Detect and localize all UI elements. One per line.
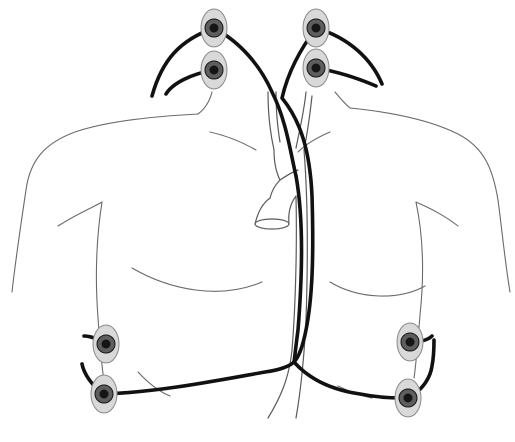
electrode-neck-upper-right [201,9,227,47]
left-neck-line [198,92,212,114]
electrode-snap-center [210,24,219,33]
right-armpit-curve [416,202,458,226]
left-carotid-outer [268,92,274,150]
left-shoulder-line [12,114,198,292]
electrode-flank-upper-left [397,323,423,361]
electrode-snap-center [406,338,415,347]
electrode-flank-upper-right [93,325,119,363]
aortic-root-ring [255,219,289,229]
electrode-flank-lower-right [91,375,117,413]
wire-trunk-main [294,176,302,362]
electrode-neck-lower-left [303,49,329,87]
left-collarbone-line [210,132,256,150]
electrode-snap-center [312,24,321,33]
wire-bottom-right-branch [294,362,408,398]
left-pectoral-line [132,268,262,291]
aortic-arch [270,150,280,198]
right-pectoral-line [330,282,425,296]
electrode-snap-center [404,394,413,403]
electrode-snap-center [100,390,109,399]
electrode-snap-center [210,66,219,75]
electrode-snap-center [312,64,321,73]
right-neck-line [335,92,350,108]
left-armpit-curve [58,202,102,226]
aortic-root-right [289,196,296,224]
electrode-neck-lower-right [201,51,227,89]
wire-bottom-left-branch [104,362,294,394]
electrode-flank-lower-left [395,379,421,417]
electrode-snap-center [102,340,111,349]
electrode-neck-upper-left [303,9,329,47]
right-shoulder-line [350,108,510,292]
lead-wires [82,28,434,398]
